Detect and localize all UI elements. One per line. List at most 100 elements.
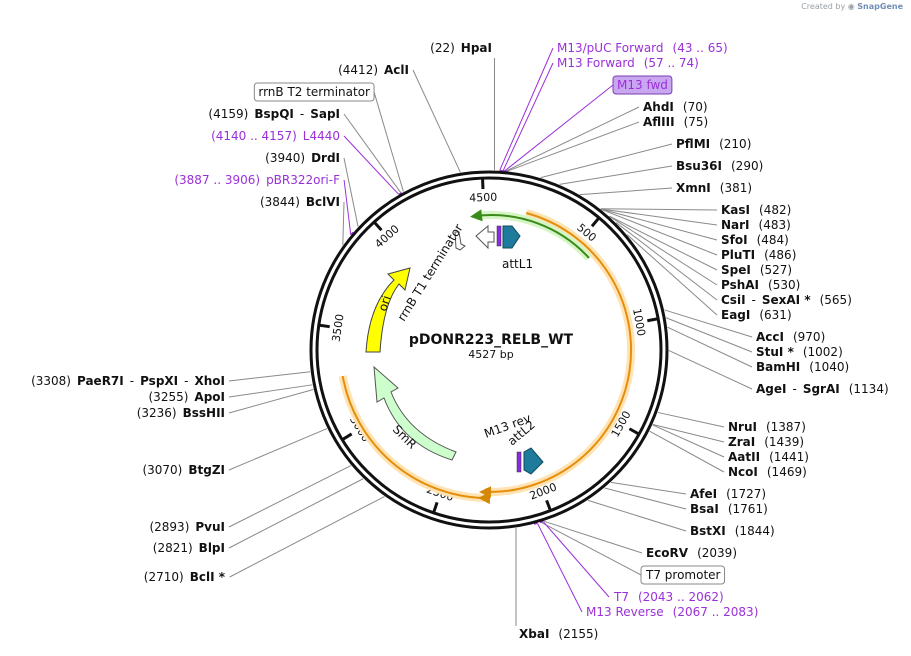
- leader-line: [601, 208, 718, 256]
- leader-line: [626, 234, 718, 316]
- svg-text:M13 Reverse(2067 .. 2083): M13 Reverse(2067 .. 2083): [586, 605, 758, 619]
- site-label-pvui: (2893)PvuI: [149, 520, 225, 534]
- site-label-nrui: NruI(1387): [728, 420, 806, 434]
- site-name: CsiI: [721, 293, 746, 307]
- tick-label: 4500: [469, 191, 497, 205]
- site-name: L4440: [303, 129, 340, 143]
- leader-line: [610, 481, 687, 495]
- site-position: (3236): [137, 406, 177, 420]
- svg-text:(4412)AclI: (4412)AclI: [338, 63, 409, 77]
- site-label-m13-reverse: M13 Reverse(2067 .. 2083): [586, 605, 758, 619]
- site-position: (75): [684, 115, 709, 129]
- site-name: AfeI: [690, 487, 717, 501]
- leader-line: [609, 215, 718, 271]
- credit-prefix: Created by: [801, 2, 846, 11]
- site-name: PshAI: [721, 278, 759, 292]
- site-position: (3308): [31, 374, 71, 388]
- tick-mark: [628, 427, 639, 435]
- site-position: (2067 .. 2083): [673, 605, 759, 619]
- svg-text:M13 Forward(57 .. 74): M13 Forward(57 .. 74): [557, 56, 699, 70]
- site-label-zrai: ZraI(1439): [728, 435, 804, 449]
- site-label-csii-sexai: CsiI-SexAI *(565): [721, 293, 852, 307]
- credit-brand: SnapGene: [857, 2, 903, 11]
- leader-line: [542, 521, 610, 598]
- site-position: (1441): [769, 450, 809, 464]
- white-arrow-icon: [475, 224, 495, 250]
- leader-line: [600, 208, 718, 226]
- site-position: (970): [793, 330, 825, 344]
- svg-text:PflMI(210): PflMI(210): [676, 137, 751, 151]
- site-name: XhoI: [194, 374, 225, 388]
- site-position: (22): [430, 41, 455, 55]
- site-label-bamhi: BamHI(1040): [756, 360, 849, 374]
- tick-mark: [647, 317, 658, 323]
- leader-line: [373, 91, 404, 192]
- leader-line: [502, 62, 554, 171]
- site-label-pshai: PshAI (530): [721, 278, 800, 292]
- site-position: (210): [719, 137, 751, 151]
- site-position: (2821): [153, 541, 193, 555]
- leader-line: [342, 201, 345, 246]
- site-name: BstXI: [690, 524, 726, 538]
- leader-line: [504, 84, 614, 172]
- site-name: M13/pUC Forward: [557, 41, 664, 55]
- leader-line: [649, 430, 725, 473]
- svg-text:StuI *(1002): StuI *(1002): [756, 345, 843, 359]
- svg-text:KasI(482): KasI(482): [721, 203, 791, 217]
- site-name: PluTI: [721, 248, 755, 262]
- ccdb-arrow: [470, 209, 590, 259]
- map-center-title: pDONR223_RELB_WT 4527 bp: [409, 332, 574, 361]
- site-name: SapI: [310, 107, 340, 121]
- leader-line: [667, 326, 753, 368]
- tick-mark: [432, 501, 439, 513]
- site-position: (1387): [766, 420, 806, 434]
- site-name: SpeI: [721, 263, 751, 277]
- site-position: (1134): [849, 382, 889, 396]
- svg-text:(3236)BssHII: (3236)BssHII: [137, 406, 225, 420]
- leader-line: [506, 106, 640, 172]
- site-name: AccI: [756, 330, 784, 344]
- site-name: BclI *: [190, 570, 226, 584]
- site-position: (57 .. 74): [644, 56, 699, 70]
- svg-text:(2821)BlpI: (2821)BlpI: [153, 541, 225, 555]
- svg-text:(22)HpaI: (22) HpaI: [430, 41, 492, 55]
- svg-text:ZraI(1439): ZraI(1439): [728, 435, 804, 449]
- leader-line: [652, 423, 725, 443]
- site-label-pflmi: PflMI(210): [676, 137, 751, 151]
- site-label-acli: (4412)AclI: [338, 63, 409, 77]
- site-label-bclvi: (3844)BclVI: [260, 195, 340, 209]
- site-label-m13-fwd: M13 fwd: [612, 75, 673, 95]
- leader-line: [540, 521, 642, 576]
- smr-arrow: [373, 365, 457, 461]
- site-label-ncoi: NcoI(1469): [728, 465, 807, 479]
- svg-text:M13/pUC Forward(43 .. 65): M13/pUC Forward(43 .. 65): [557, 41, 728, 55]
- site-position: (565): [820, 293, 852, 307]
- site-position: (70): [683, 100, 708, 114]
- site-position: (530): [768, 278, 800, 292]
- svg-text:(3940)DrdI: (3940)DrdI: [265, 151, 340, 165]
- site-label-acci: AccI (970): [756, 330, 825, 344]
- svg-text:CsiI-SexAI *(565): CsiI-SexAI *(565): [721, 293, 852, 307]
- svg-text:(2710)BclI *: (2710)BclI *: [144, 570, 226, 584]
- svg-text:NcoI(1469): NcoI(1469): [728, 465, 807, 479]
- feature-label-box: [612, 75, 673, 95]
- svg-text:PshAI(530): PshAI (530): [721, 278, 800, 292]
- leader-line: [507, 121, 640, 172]
- separator: -: [184, 374, 188, 388]
- site-label-pbr322ori-f: (3887 .. 3906)pBR322ori-F: [174, 173, 340, 187]
- site-name: XmnI: [676, 181, 711, 195]
- site-position: (3887 .. 3906): [174, 173, 260, 187]
- tick-mark: [545, 499, 552, 511]
- site-position: (631): [759, 308, 791, 322]
- site-name: NarI: [721, 218, 750, 232]
- site-label-bsshii: (3236)BssHII: [137, 406, 225, 420]
- site-label-bcli: (2710)BclI *: [144, 570, 226, 584]
- site-position: (1002): [803, 345, 843, 359]
- relb-orf-arrow: [479, 212, 633, 499]
- plasmid-length: 4527 bp: [468, 348, 513, 361]
- svg-text:AccI(970): AccI (970): [756, 330, 825, 344]
- leader-line: [657, 411, 725, 428]
- site-label-xmni: XmnI(381): [676, 181, 752, 195]
- site-position: (1844): [735, 524, 775, 538]
- site-name: HpaI: [461, 41, 492, 55]
